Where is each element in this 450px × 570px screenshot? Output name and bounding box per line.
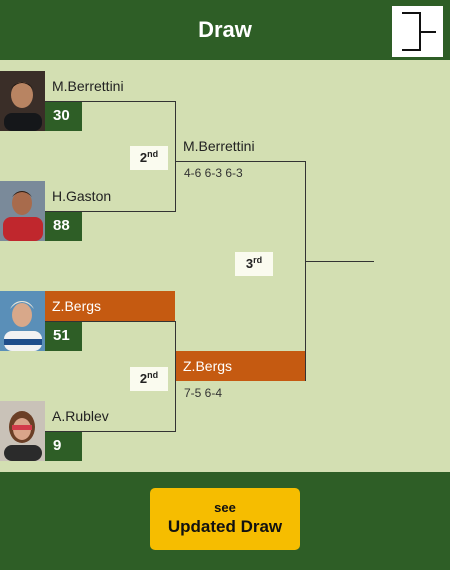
bracket-line [45,101,176,102]
seed-badge: 9 [45,431,82,461]
bracket-line [45,211,176,212]
player-photo-gaston [0,181,45,241]
player-name: A.Rublev [52,408,109,424]
cta-bottom-label: Updated Draw [167,517,283,536]
header-bar: Draw [0,0,450,60]
bracket-line [305,261,374,262]
round-badge: 3rd [235,252,273,276]
seed-badge: 88 [45,211,82,241]
round-number: 2 [139,150,148,165]
bracket-line [305,161,306,381]
round-number: 3 [245,256,254,271]
round-suffix: nd [147,149,159,159]
seed-badge: 51 [45,321,82,351]
bracket-line [45,321,176,322]
player-name: M.Berrettini [52,78,124,94]
footer-bar: see Updated Draw [0,472,450,570]
updated-draw-button[interactable]: see Updated Draw [150,488,300,550]
page-title: Draw [198,17,252,42]
round-suffix: rd [253,255,263,265]
round-badge: 2nd [130,367,168,391]
match-score: 7-5 6-4 [184,386,223,400]
round-badge: 2nd [130,146,168,170]
round-number: 2 [139,371,148,386]
bracket-line [176,161,306,162]
bracket-line [175,321,176,432]
player-photo-bergs [0,291,45,351]
player-photo-rublev [0,401,45,461]
match-score: 4-6 6-3 6-3 [184,166,243,180]
seed-badge: 30 [45,101,82,131]
draw-bracket: M.Berrettini 30 H.Gaston 88 Z.Bergs 51 [0,60,450,472]
result-winner-name: Z.Bergs [176,351,306,381]
bracket-line [45,431,176,432]
cta-top-label: see [214,500,236,515]
round-suffix: nd [147,370,159,380]
bracket-line [175,101,176,212]
player-name: H.Gaston [52,188,112,204]
result-winner-name: M.Berrettini [183,138,255,154]
player-photo-berrettini [0,71,45,131]
bracket-icon[interactable] [391,5,444,58]
player-name-winner: Z.Bergs [45,291,175,321]
